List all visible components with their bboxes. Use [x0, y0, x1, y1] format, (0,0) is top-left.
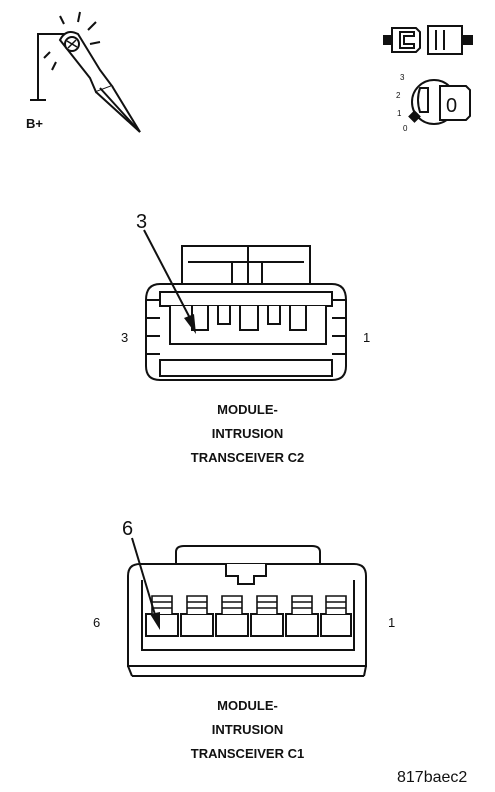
- connector-c2-drawing: [145, 245, 347, 381]
- ignition-key-mark: 0: [446, 95, 457, 117]
- connector-c1-pin-right: 1: [388, 615, 395, 630]
- connector-c2-caption-line-1: MODULE-: [217, 402, 278, 417]
- ignition-position-1: 1: [397, 109, 402, 118]
- connector-c2-callout-arrow: [143, 229, 196, 334]
- ignition-position-0: 0: [403, 124, 408, 133]
- connector-c2-caption-line-3: TRANSCEIVER C2: [190, 450, 305, 465]
- connector-c1-pin-left: 6: [93, 615, 100, 630]
- ignition-key-icon: [408, 79, 471, 125]
- connector-c2-caption-line-2: INTRUSION: [211, 426, 284, 441]
- connector-c1-caption-line-1: MODULE-: [217, 698, 278, 713]
- test-light-icon: [30, 11, 141, 133]
- connector-c1-caption: MODULE- INTRUSION TRANSCEIVER C1: [0, 694, 495, 766]
- connector-c2-pin-right: 1: [363, 330, 370, 345]
- connector-c1-caption-line-3: TRANSCEIVER C1: [190, 746, 305, 761]
- ignition-position-3: 3: [400, 73, 405, 82]
- connector-c2-callout-number: 3: [136, 211, 147, 233]
- connector-c1-callout-number: 6: [122, 518, 133, 540]
- probe-label: B+: [26, 116, 43, 131]
- disconnected-connector-icon: [383, 25, 473, 55]
- connector-c1-drawing: [127, 545, 367, 677]
- connector-c2-pin-left: 3: [121, 330, 128, 345]
- connector-c1-caption-line-2: INTRUSION: [211, 722, 284, 737]
- connector-c1-callout-arrow: [131, 537, 160, 630]
- figure-id: 817baec2: [397, 769, 467, 786]
- connector-c2-caption: MODULE- INTRUSION TRANSCEIVER C2: [0, 398, 495, 470]
- ignition-position-2: 2: [396, 91, 401, 100]
